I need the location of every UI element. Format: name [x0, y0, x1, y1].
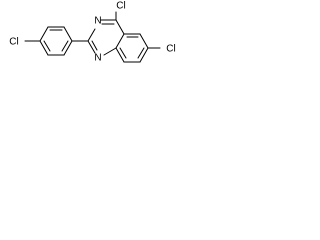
pyrimidine-ring: [87, 19, 125, 56]
bond-c4-c4a: [115, 19, 125, 35]
bond-ring1-upper-right: [63, 26, 73, 42]
double-bond-c2-n1: [91, 40, 98, 51]
bond-n1-c2: [87, 40, 96, 54]
atom-cl-c6: Cl: [166, 44, 175, 55]
benzo-ring: [115, 33, 149, 63]
double-bond-ring1-lower-left: [43, 40, 51, 52]
bond-c6-c7: [139, 47, 149, 63]
atom-cl-c4: Cl: [116, 1, 125, 12]
bond-c8a-n1: [103, 47, 117, 56]
bond-ring1-upper-left: [39, 26, 49, 42]
double-bond-ring1-lower-right: [61, 40, 69, 52]
chlorophenyl-ring: [39, 26, 73, 56]
atom-n1: N: [94, 53, 101, 64]
bond-c8-c8a: [115, 47, 125, 63]
bond-c5-c6: [139, 33, 149, 49]
atom-n3: N: [94, 16, 101, 27]
double-bond-c6-c7: [137, 47, 145, 59]
bond-ring1-lower-right: [63, 40, 73, 56]
bond-ring1-lower-left: [39, 40, 49, 56]
chemical-structure-diagram: Cl N N Cl Cl: [9, 1, 175, 64]
bond-c4a-c8a: [115, 33, 125, 49]
bond-c2-n3: [87, 28, 96, 42]
atom-cl-phenyl: Cl: [9, 37, 18, 48]
double-bond-c8-c8a: [119, 47, 127, 59]
